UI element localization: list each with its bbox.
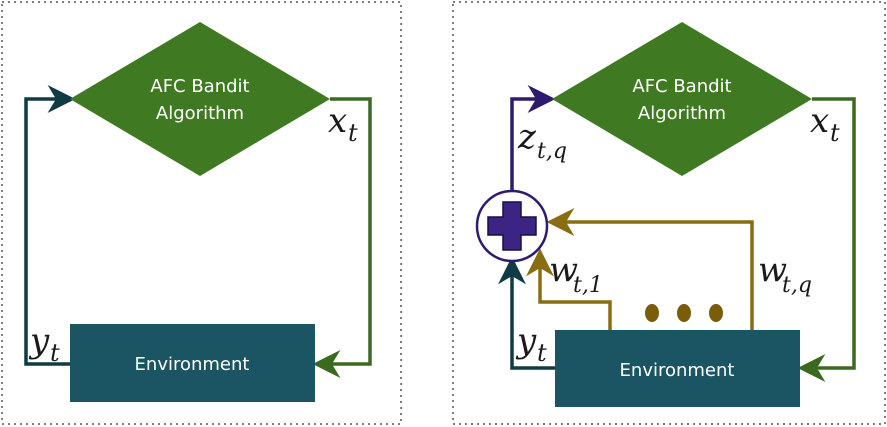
left-panel: AFC Bandit Algorithm Environment x t y t [1,1,402,425]
plus-icon [475,189,549,263]
right-algorithm-label-line2: Algorithm [638,103,726,124]
right-weight1-arrow [526,248,612,330]
left-feedback-arrow [24,85,76,366]
right-aggregate-symbol: z [517,117,537,157]
right-algorithm-diamond [552,22,812,176]
right-action-arrow [797,97,856,382]
right-aggregate-subscript: t,q [537,139,567,164]
right-feedback-symbol: y [515,321,537,361]
right-algorithm-label-line1: AFC Bandit [632,76,731,97]
left-feedback-subscript: t [50,339,60,367]
right-action-symbol: x [810,101,829,141]
right-panel-frame [452,1,886,425]
right-weightq-symbol: w [758,250,787,290]
left-action-subscript: t [348,119,358,147]
left-algorithm-label-line1: AFC Bandit [150,76,249,97]
left-feedback-symbol: y [28,321,50,361]
right-action-subscript: t [830,119,840,147]
right-weight1-subscript: t,1 [573,273,603,298]
right-environment-box [555,330,800,407]
left-action-arrow [312,97,372,378]
right-weightq-subscript: t,q [782,273,812,298]
left-environment-label: Environment [135,354,250,375]
left-algorithm-label-line2: Algorithm [156,103,244,124]
right-weight1-symbol: w [549,250,578,290]
ellipsis-dots [645,304,723,322]
left-algorithm-diamond [70,22,330,176]
right-environment-label: Environment [620,360,735,381]
left-panel-frame [1,1,402,425]
left-environment-box [70,324,315,402]
right-aggregate-arrow [510,85,556,190]
right-panel: AFC Bandit Algorithm Environment x t z t… [452,1,886,425]
right-weightq-arrow [546,208,754,330]
right-feedback-subscript: t [537,339,547,367]
right-feedback-arrow [498,256,555,370]
left-action-symbol: x [328,101,347,141]
